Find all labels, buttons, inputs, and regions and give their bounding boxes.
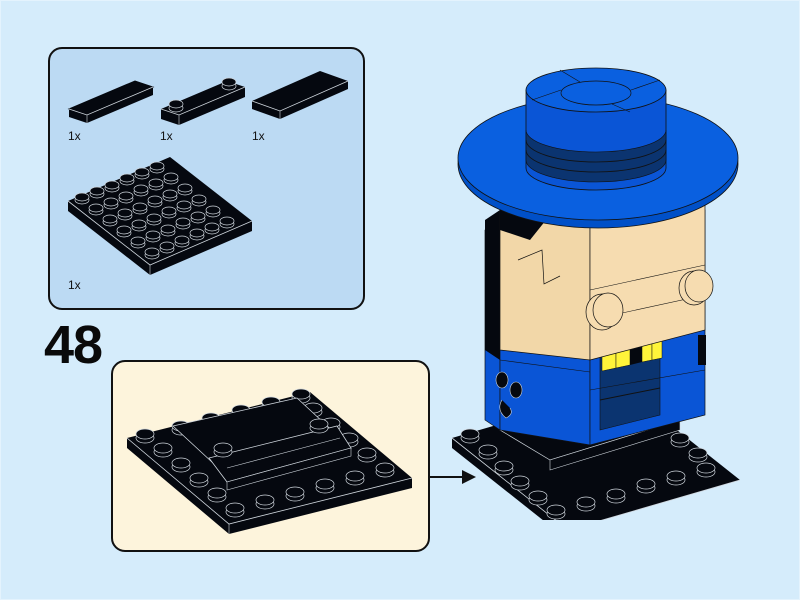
part-quantity: 1x [68, 278, 81, 292]
sub-assembly-callout [111, 360, 430, 552]
part-quantity: 1x [160, 129, 173, 143]
step-number: 48 [44, 315, 103, 375]
tile-2x4-icon [251, 71, 349, 119]
plate-1x4-two-studs-icon [160, 77, 246, 125]
part-quantity: 1x [252, 129, 265, 143]
part-quantity: 1x [68, 129, 81, 143]
parts-list-panel: 1x 1x 1x [48, 47, 365, 310]
sub-assembly-icon [126, 388, 413, 534]
arrow-icon [428, 470, 476, 484]
plate-6x6-icon [67, 157, 253, 275]
tile-1x4-icon [67, 80, 155, 123]
brickheadz-model-icon [451, 67, 741, 520]
